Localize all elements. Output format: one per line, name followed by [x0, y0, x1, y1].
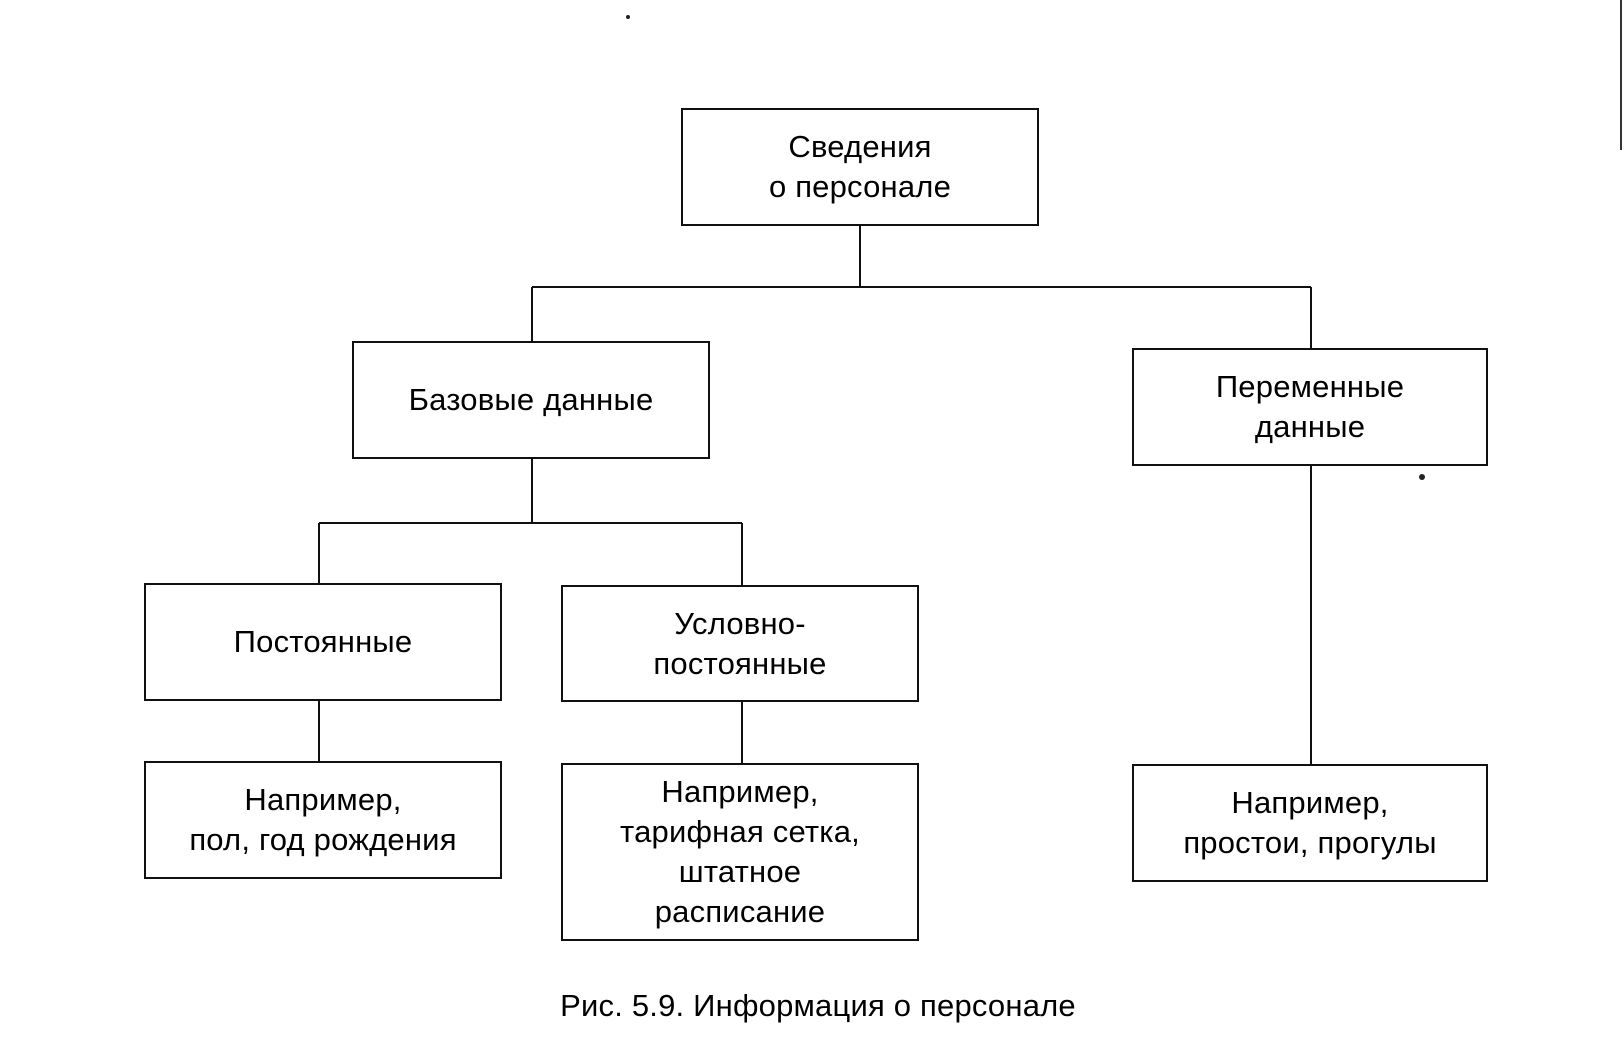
node-base-label: Базовые данные: [408, 382, 654, 417]
scan-speck: [626, 15, 630, 19]
node-variable-example-label: Например, простои, прогулы: [1183, 785, 1437, 860]
figure-caption: Рис. 5.9. Информация о персонале: [560, 988, 1076, 1023]
node-variable-label: Переменные данные: [1215, 369, 1405, 444]
node-base-data: Базовые данные: [352, 341, 710, 459]
node-constant-example: Например, пол, год рождения: [144, 761, 502, 879]
node-constant: Постоянные: [144, 583, 502, 701]
node-semi-constant: Условно- постоянные: [561, 585, 919, 702]
node-semi-constant-example: Например, тарифная сетка, штатное распис…: [561, 763, 919, 941]
node-root-label: Сведения о персонале: [768, 129, 952, 204]
node-root-personnel-info: Сведения о персонале: [681, 108, 1039, 226]
node-semi-constant-label: Условно- постоянные: [653, 605, 827, 681]
scan-edge-line: [1620, 0, 1622, 150]
node-constant-label: Постоянные: [233, 624, 413, 659]
node-constant-example-label: Например, пол, год рождения: [189, 782, 457, 857]
scan-speck: [1419, 474, 1425, 480]
node-variable-data: Переменные данные: [1132, 348, 1488, 466]
node-variable-example: Например, простои, прогулы: [1132, 764, 1488, 882]
node-semi-constant-example-label: Например, тарифная сетка, штатное распис…: [620, 774, 860, 929]
